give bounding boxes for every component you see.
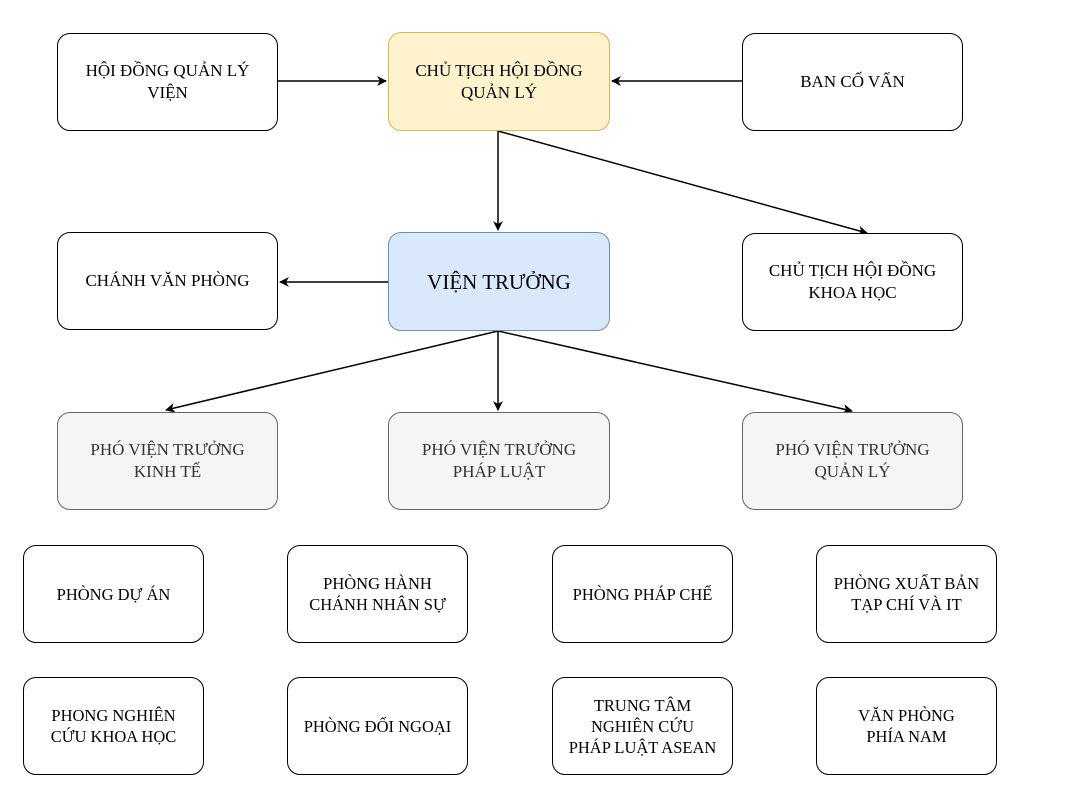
node-deputy-law: PHÓ VIỆN TRƯỞNG PHÁP LUẬT [388,412,610,510]
node-office-chief: CHÁNH VĂN PHÒNG [57,232,278,330]
node-dept-foreign: PHÒNG ĐỐI NGOẠI [287,677,468,775]
edge-director-to-deputy-economics [165,330,499,413]
edge-chairman-to-science-chair [497,130,868,236]
node-dept-projects: PHÒNG DỰ ÁN [23,545,204,643]
node-dept-publishing: PHÒNG XUẤT BẢN TẠP CHÍ VÀ IT [816,545,997,643]
node-advisory: BAN CỐ VẤN [742,33,963,131]
node-asean-center: TRUNG TÂM NGHIÊN CỨU PHÁP LUẬT ASEAN [552,677,733,775]
node-dept-legislation: PHÒNG PHÁP CHẾ [552,545,733,643]
edge-director-to-deputy-management [497,330,853,414]
node-deputy-economics: PHÓ VIỆN TRƯỞNG KINH TẾ [57,412,278,510]
node-chairman: CHỦ TỊCH HỘI ĐỒNG QUẢN LÝ [388,32,610,131]
node-dept-admin-hr: PHÒNG HÀNH CHÁNH NHÂN SỰ [287,545,468,643]
node-science-chair: CHỦ TỊCH HỘI ĐỒNG KHOA HỌC [742,233,963,331]
node-dept-research: PHONG NGHIÊN CỨU KHOA HỌC [23,677,204,775]
node-director: VIỆN TRƯỞNG [388,232,610,331]
node-deputy-management: PHÓ VIỆN TRƯỞNG QUẢN LÝ [742,412,963,510]
node-southern-office: VĂN PHÒNG PHÍA NAM [816,677,997,775]
node-hdql: HỘI ĐỒNG QUẢN LÝ VIỆN [57,33,278,131]
